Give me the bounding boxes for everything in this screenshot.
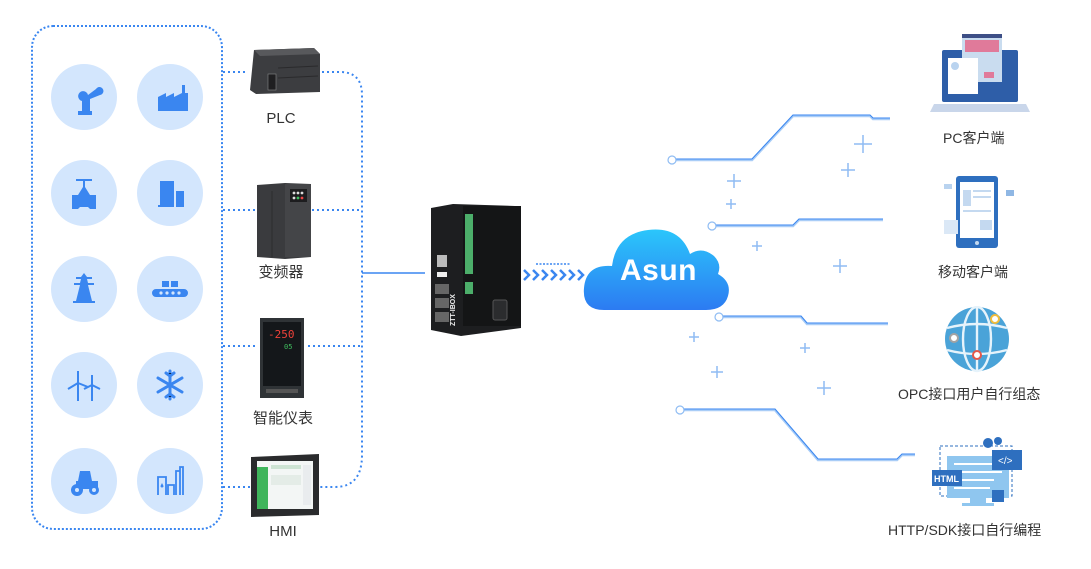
vfd-label: 变频器: [258, 264, 304, 281]
asun-cloud: Asun: [582, 220, 732, 312]
refinery-icon: [157, 466, 184, 495]
meter-image: -250 05: [260, 318, 304, 398]
mobile-client-label: 移动客户端: [938, 264, 1008, 280]
meter-label: 智能仪表: [252, 410, 313, 427]
vfd-device: [255, 181, 313, 266]
opc-client: [944, 305, 1014, 381]
building-icon: [158, 181, 184, 207]
industry-snowflake: [137, 352, 203, 418]
globe-icon: [945, 305, 1009, 373]
hmi-device: [249, 453, 321, 524]
pc-client-label: PC客户端: [943, 130, 1005, 146]
industry-group-frame: [31, 25, 223, 530]
circuit-node-sdk: [675, 405, 685, 415]
industry-valve: [51, 160, 117, 226]
bus-line-plc-right: [320, 71, 363, 488]
circuit-node-pc: [667, 155, 677, 165]
circuit-node-opc: [714, 312, 724, 322]
hmi-label: HMI: [269, 523, 297, 540]
industry-tractor: [51, 448, 117, 514]
plc-image: [250, 48, 320, 94]
sdk-client-label: HTTP/SDK接口自行编程: [888, 522, 1042, 538]
cloud-label: Asun: [620, 254, 697, 287]
code-monitor-icon: </> HTML: [932, 437, 1022, 506]
cloud-icon: [583, 229, 729, 310]
plus-decorations: [689, 135, 872, 395]
circuit-line-pc: [676, 114, 890, 162]
gateway-image: ZTT-IBOX: [431, 204, 521, 336]
industry-refinery: [137, 448, 203, 514]
gateway-device: ZTT-IBOX: [425, 200, 525, 345]
vfd-image: [257, 183, 311, 259]
snowflake-icon: [156, 369, 184, 401]
wind-turbine-icon: [67, 371, 101, 401]
plc-label: PLC: [266, 110, 296, 127]
gateway-model-label: ZTT-IBOX: [450, 294, 457, 326]
meter-display-bottom: 05: [284, 343, 292, 351]
opc-client-label: OPC接口用户自行组态: [898, 386, 1041, 402]
tablet-icon: [944, 176, 1014, 248]
robot-arm-icon: [78, 87, 104, 115]
industry-conveyor: [137, 256, 203, 322]
pc-client: [930, 32, 1030, 121]
hmi-image: [251, 454, 319, 517]
industry-building: [137, 160, 203, 226]
code-badge: </>: [998, 456, 1013, 467]
valve-icon: [72, 179, 96, 209]
circuit-line-mobile: [715, 218, 883, 228]
data-flow-arrows: [523, 263, 585, 281]
laptop-icon: [930, 34, 1030, 112]
sdk-client: </> HTML: [932, 436, 1024, 515]
industry-wind-turbine: [51, 352, 117, 418]
html-badge: HTML: [934, 474, 959, 484]
tractor-icon: [71, 471, 99, 496]
mobile-client: [940, 170, 1024, 255]
power-tower-icon: [73, 273, 95, 303]
industry-robot-arm: [51, 64, 117, 130]
industry-factory: [137, 64, 203, 130]
conveyor-icon: [152, 281, 188, 297]
circuit-line-sdk: [683, 408, 915, 462]
meter-display-top: -250: [268, 328, 295, 341]
plc-device: [248, 46, 323, 103]
circuit-line-opc: [722, 315, 888, 326]
circuit-node-mobile: [707, 221, 717, 231]
factory-icon: [158, 85, 188, 111]
industry-power-tower: [51, 256, 117, 322]
meter-device: -250 05: [258, 316, 308, 405]
